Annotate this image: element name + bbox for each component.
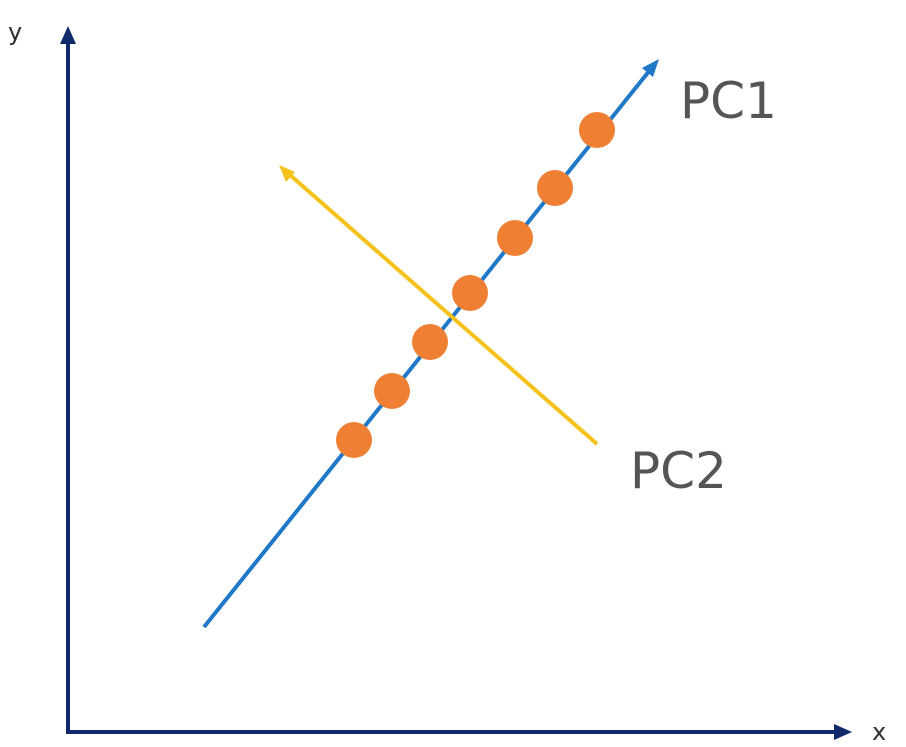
pc2-arrowhead bbox=[279, 165, 295, 182]
y-axis-arrowhead bbox=[60, 26, 76, 44]
data-point bbox=[537, 170, 573, 206]
x-axis-label: x bbox=[872, 718, 886, 746]
x-axis-arrowhead bbox=[834, 724, 852, 740]
data-point bbox=[497, 220, 533, 256]
pc1-arrowhead bbox=[642, 59, 659, 77]
data-point bbox=[336, 422, 372, 458]
pc2-label: PC2 bbox=[630, 442, 727, 500]
data-point bbox=[452, 275, 488, 311]
data-point bbox=[579, 112, 615, 148]
data-point bbox=[374, 373, 410, 409]
data-point bbox=[412, 324, 448, 360]
data-points bbox=[336, 112, 615, 458]
pc2-line bbox=[288, 173, 599, 446]
pc1-label: PC1 bbox=[680, 72, 777, 130]
y-axis-label: y bbox=[8, 18, 22, 46]
